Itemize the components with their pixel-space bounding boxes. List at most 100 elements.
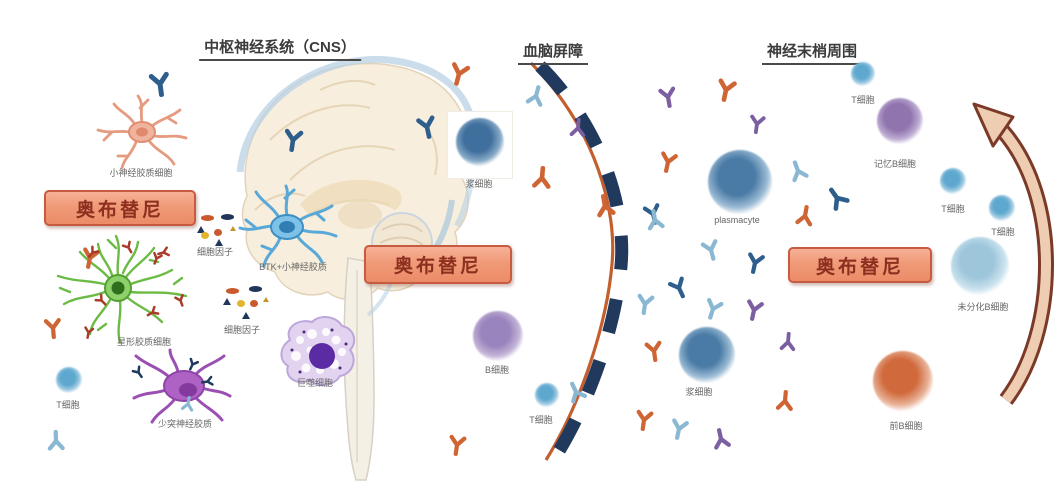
cytokine-icon	[223, 298, 231, 305]
antibody-icon	[183, 355, 200, 372]
cell-blob	[989, 195, 1015, 221]
cell-blob	[708, 150, 772, 214]
cell-blob	[940, 168, 966, 194]
antibody-icon	[45, 429, 68, 453]
antibody-icon	[145, 69, 174, 98]
cell-blob	[873, 351, 933, 411]
cell-label: 前B细胞	[889, 421, 923, 431]
antibody-icon	[642, 339, 667, 364]
cell-label: T细胞	[529, 415, 553, 425]
antibody-icon	[699, 295, 727, 323]
antibody-icon	[92, 291, 110, 309]
section-title-cns: 中枢神经系统（CNS）	[199, 36, 361, 61]
antibody-icon	[529, 165, 555, 191]
cell-blob	[473, 311, 523, 361]
cell-label: T细胞	[991, 227, 1015, 237]
oligodendrocyte-icon	[132, 348, 232, 424]
astrocyte-icon	[56, 234, 188, 344]
section-title-bbb: 血脑屏障	[517, 40, 589, 65]
cell-label: 浆细胞	[685, 387, 713, 397]
cell-label: 星形胶质细胞	[116, 337, 172, 347]
antibody-icon	[820, 181, 853, 214]
cytokine-icon	[197, 226, 205, 233]
antibody-icon	[784, 157, 812, 185]
macrophage-icon	[280, 316, 356, 386]
cell-label: 浆细胞	[465, 179, 493, 189]
cell-label: B细胞	[484, 365, 510, 375]
antibody-icon	[41, 316, 65, 340]
antibody-icon	[742, 250, 768, 276]
cytokine-icon	[263, 297, 269, 302]
antibody-icon	[148, 250, 165, 267]
cytokine-icon	[214, 229, 222, 237]
antibody-icon	[792, 203, 817, 228]
cytokine-icon	[249, 286, 263, 292]
antibody-icon	[83, 243, 101, 261]
antibody-icon	[444, 59, 473, 88]
antibody-icon	[664, 273, 693, 302]
cytokine-icon	[250, 300, 258, 308]
cytokine-icon	[221, 214, 235, 220]
antibody-icon	[632, 408, 657, 433]
antibody-icon	[655, 149, 681, 175]
microglia-btk-icon	[238, 184, 338, 268]
orelabrutinib-button: 奥布替尼	[364, 245, 512, 284]
antibody-icon	[633, 292, 658, 317]
cell-label: 巨噬细胞	[296, 378, 334, 388]
cytokine-icon	[201, 232, 209, 240]
cytokine-icon	[201, 215, 215, 221]
cell-label: 细胞因子	[196, 247, 234, 257]
cytokine-icon	[230, 226, 236, 231]
antibody-icon	[773, 389, 797, 413]
antibody-icon	[119, 238, 137, 256]
section-title-periphery: 神经末梢周围	[761, 40, 863, 65]
antibody-icon	[642, 207, 667, 232]
antibody-icon	[279, 126, 306, 153]
orelabrutinib-button: 奥布替尼	[44, 190, 196, 226]
cell-label: T细胞	[941, 204, 965, 214]
cell-label: 小神经胶质细胞	[109, 168, 173, 178]
antibody-icon	[708, 426, 734, 452]
antibody-icon	[666, 416, 692, 442]
antibody-icon	[199, 373, 214, 388]
cell-blob	[851, 62, 875, 86]
antibody-icon	[129, 363, 147, 381]
cell-label: 记忆B细胞	[873, 159, 917, 169]
antibody-icon	[179, 395, 198, 414]
cell-blob	[456, 118, 504, 166]
antibody-icon	[746, 113, 769, 136]
antibody-icon	[712, 76, 740, 104]
cytokine-icon	[226, 288, 240, 294]
cytokine-icon	[237, 300, 245, 308]
cell-blob	[679, 327, 735, 383]
cell-label: 细胞因子	[223, 325, 261, 335]
cell-label: T细胞	[851, 95, 875, 105]
cell-blob	[535, 383, 559, 407]
cytokine-icon	[242, 312, 250, 319]
cell-label: T细胞	[56, 400, 80, 410]
cell-label: 未分化B细胞	[957, 302, 1009, 312]
antibody-icon	[155, 244, 171, 260]
antibody-icon	[445, 433, 470, 458]
antibody-icon	[143, 303, 161, 321]
cell-label: plasmacyte	[714, 215, 760, 225]
antibody-icon	[523, 83, 550, 110]
antibody-icon	[741, 297, 767, 323]
antibody-icon	[777, 331, 799, 353]
antibody-icon	[172, 292, 189, 309]
antibody-icon	[698, 237, 725, 264]
cytokine-icon	[215, 239, 223, 246]
antibody-icon	[561, 377, 590, 406]
orelabrutinib-button: 奥布替尼	[788, 247, 932, 283]
antibody-icon	[413, 113, 441, 141]
antibody-icon	[655, 84, 680, 109]
microglia-pink-icon	[96, 94, 188, 170]
cell-label: 少突神经胶质	[157, 419, 213, 429]
cell-blob	[56, 367, 82, 393]
antibody-icon	[80, 324, 95, 339]
cell-blob	[877, 98, 923, 144]
antibody-icon	[567, 117, 589, 139]
antibody-icon	[591, 192, 619, 220]
